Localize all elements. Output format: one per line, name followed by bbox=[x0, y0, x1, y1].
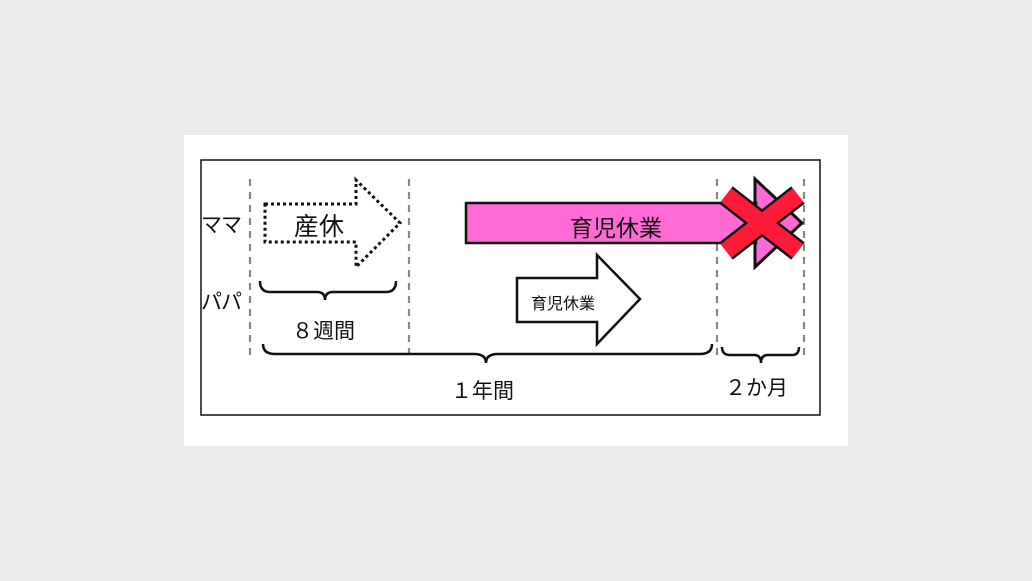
maternity-leave-label: 産休 bbox=[294, 212, 345, 241]
bracket-8-weeks bbox=[258, 280, 398, 301]
mama-childcare-leave-bar bbox=[464, 201, 758, 245]
leave-timeline-diagram bbox=[200, 159, 821, 416]
duration-8-weeks: ８週間 bbox=[292, 319, 355, 343]
diagram-frame bbox=[200, 159, 821, 416]
maternity-leave-arrow bbox=[263, 176, 403, 271]
papa-childcare-leave-arrow bbox=[515, 251, 642, 348]
bracket-1-year bbox=[261, 343, 714, 364]
bracket-2-months bbox=[720, 346, 801, 364]
diagram-card: ママ パパ 産休 育児休業 育児休業 ８週間 １年間 ２か月 bbox=[184, 135, 848, 446]
mama-childcare-leave-label: 育児休業 bbox=[570, 216, 662, 242]
duration-1-year: １年間 bbox=[451, 379, 514, 403]
papa-childcare-leave-label: 育児休業 bbox=[531, 294, 596, 313]
row-label-papa: パパ bbox=[201, 290, 242, 314]
duration-2-months: ２か月 bbox=[725, 376, 788, 400]
row-label-mama: ママ bbox=[201, 213, 242, 237]
cross-mark-icon bbox=[719, 186, 805, 260]
